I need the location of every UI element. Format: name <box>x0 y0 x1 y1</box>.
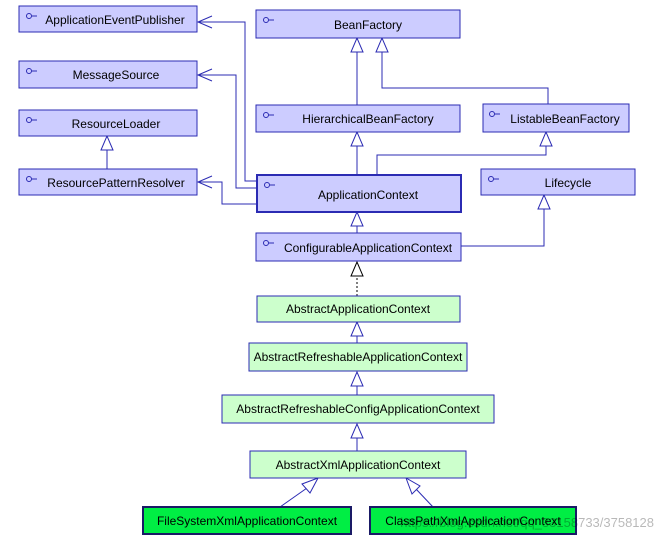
node-application-context: ApplicationContext <box>256 174 462 213</box>
node-abstract-refreshable-config-application-context: AbstractRefreshableConfigApplicationCont… <box>221 394 495 424</box>
arrow-head <box>350 130 364 147</box>
arrow-head <box>537 193 551 210</box>
node-message-source: MessageSource <box>18 60 198 89</box>
arrow-head <box>196 15 213 29</box>
node-lifecycle: Lifecycle <box>480 168 636 196</box>
node-label: AbstractXmlApplicationContext <box>276 458 441 472</box>
node-label: ConfigurableApplicationContext <box>284 241 453 255</box>
node-abstract-xml-application-context: AbstractXmlApplicationContext <box>249 450 467 479</box>
node-listable-bean-factory: ListableBeanFactory <box>482 103 630 133</box>
edge-appctx-to-listable <box>376 146 547 175</box>
edge-filesystem-to-xml <box>279 487 308 508</box>
interface-icon <box>26 13 32 19</box>
node-label: BeanFactory <box>334 18 402 32</box>
node-label: ListableBeanFactory <box>510 112 619 126</box>
edge-appctx-to-resolver <box>198 181 257 205</box>
edge-appctx-to-publisher <box>198 21 257 182</box>
interface-icon <box>26 68 32 74</box>
arrow-head <box>196 175 213 189</box>
arrow-head <box>405 476 421 495</box>
interface-icon <box>263 17 269 23</box>
edge-listable-to-beanfactory <box>381 52 549 104</box>
node-label: HierarchicalBeanFactory <box>302 112 433 126</box>
edge-appctx-to-messagesource <box>198 74 257 189</box>
node-abstract-application-context: AbstractApplicationContext <box>256 295 461 323</box>
node-configurable-application-context: ConfigurableApplicationContext <box>255 232 462 262</box>
edge-configurable-to-lifecycle <box>461 209 545 247</box>
arrow-head <box>539 130 553 147</box>
arrow-head <box>301 477 320 494</box>
node-resource-pattern-resolver: ResourcePatternResolver <box>18 168 198 196</box>
node-label: FileSystemXmlApplicationContext <box>157 514 338 528</box>
node-label: AbstractRefreshableApplicationContext <box>254 350 463 364</box>
watermark: https://blog.csdn.net/qq_33158733/375812… <box>400 515 654 530</box>
interface-icon <box>488 176 494 182</box>
arrow-head <box>350 210 364 227</box>
node-hierarchical-bean-factory: HierarchicalBeanFactory <box>255 104 461 133</box>
interface-icon <box>263 240 269 246</box>
interface-icon <box>26 117 32 123</box>
arrow-head <box>196 68 213 82</box>
node-label: Lifecycle <box>545 176 592 190</box>
edge-classpath-to-xml <box>415 488 434 508</box>
arrow-head <box>100 134 114 151</box>
edges <box>100 15 553 508</box>
node-bean-factory: BeanFactory <box>255 9 461 39</box>
arrow-head <box>350 370 364 387</box>
node-label: ApplicationContext <box>318 188 419 202</box>
interface-icon <box>264 182 270 188</box>
node-label: AbstractApplicationContext <box>286 302 431 316</box>
node-label: ClassPathXmlApplicationContext <box>385 514 561 528</box>
arrow-head <box>350 320 364 337</box>
node-label: ResourcePatternResolver <box>47 176 184 190</box>
node-label: ApplicationEventPublisher <box>45 13 184 27</box>
node-label: MessageSource <box>73 68 160 82</box>
arrow-head <box>350 260 364 277</box>
node-label: AbstractRefreshableConfigApplicationCont… <box>236 402 480 416</box>
arrow-head <box>350 422 364 439</box>
node-abstract-refreshable-application-context: AbstractRefreshableApplicationContext <box>248 342 468 372</box>
interface-icon <box>263 112 269 118</box>
arrow-head <box>375 36 389 53</box>
interface-icon <box>26 176 32 182</box>
interface-icon <box>489 111 495 117</box>
node-resource-loader: ResourceLoader <box>18 109 198 137</box>
arrow-head <box>350 36 364 53</box>
node-application-event-publisher: ApplicationEventPublisher <box>18 5 198 33</box>
node-class-path-xml-application-context: ClassPathXmlApplicationContext <box>369 506 577 535</box>
node-file-system-xml-application-context: FileSystemXmlApplicationContext <box>142 506 352 535</box>
node-label: ResourceLoader <box>72 117 161 131</box>
